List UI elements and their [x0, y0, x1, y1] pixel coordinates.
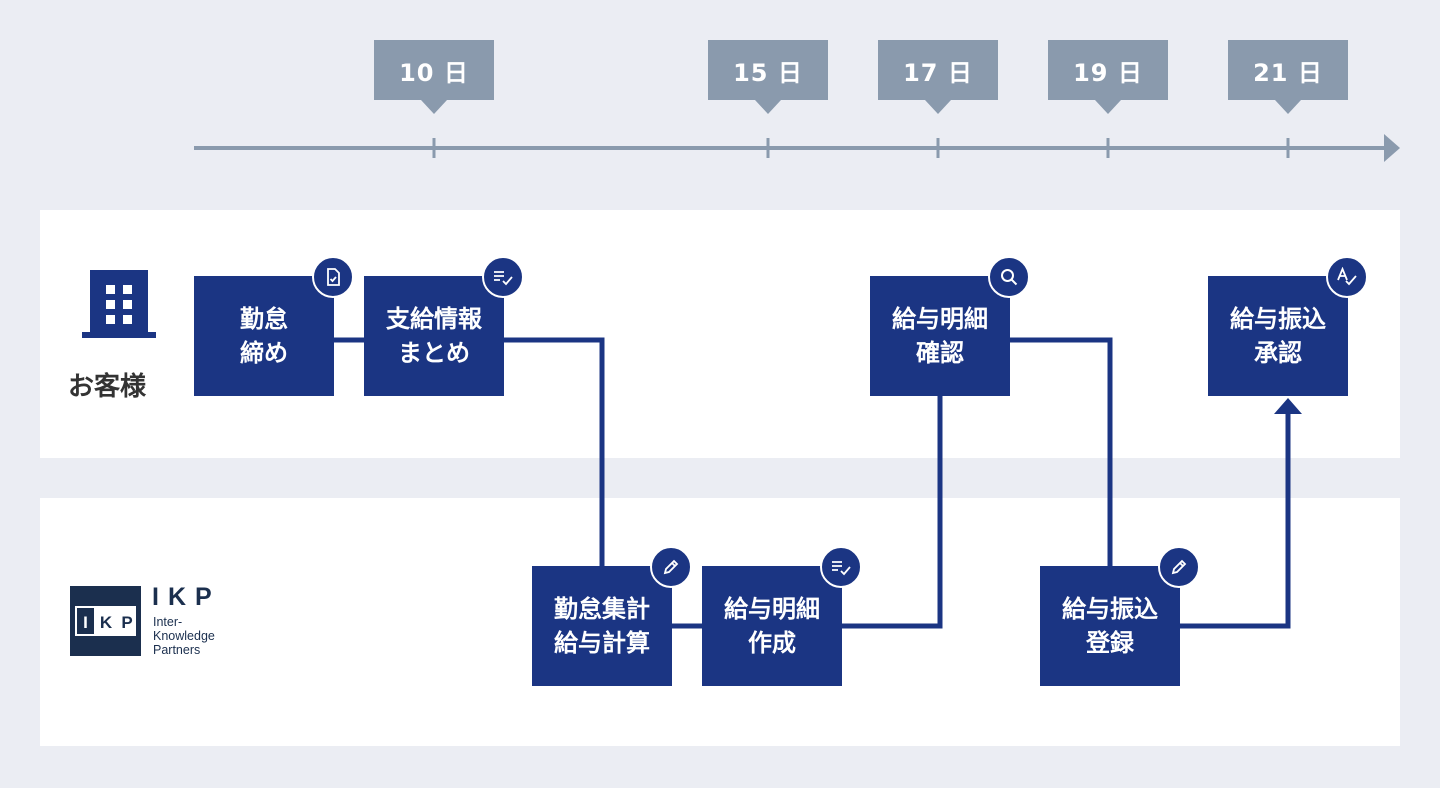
- ikp-logo: I K P: [70, 586, 141, 656]
- day-tag-17: 17 日: [878, 40, 998, 114]
- list-check-icon: [482, 256, 524, 298]
- spellcheck-icon: [1326, 256, 1368, 298]
- step-label: 勤怠 締め: [240, 305, 288, 367]
- svg-text:K: K: [100, 613, 113, 632]
- step-label: 給与振込 承認: [1230, 305, 1326, 367]
- ikp-subtitle: Inter- Knowledge Partners: [153, 615, 215, 657]
- step-kintai-shime: 勤怠 締め: [194, 276, 334, 396]
- day-tag-19: 19 日: [1048, 40, 1168, 114]
- step-meisai-kakunin: 給与明細 確認: [870, 276, 1010, 396]
- day-label: 19 日: [1073, 58, 1143, 87]
- pencil-icon: [650, 546, 692, 588]
- step-kyuyo-keisan: 勤怠集計 給与計算: [532, 566, 672, 686]
- timeline-axis: [194, 134, 1400, 162]
- search-icon: [988, 256, 1030, 298]
- step-furikomi-shonin: 給与振込 承認: [1208, 276, 1348, 396]
- step-meisai-sakusei: 給与明細 作成: [702, 566, 842, 686]
- step-label: 勤怠集計 給与計算: [554, 595, 650, 657]
- step-label: 給与明細 確認: [892, 305, 988, 367]
- ikp-title: IKP: [152, 583, 221, 611]
- step-label: 給与明細 作成: [724, 595, 820, 657]
- svg-text:I: I: [83, 613, 88, 632]
- day-label: 15 日: [733, 58, 803, 87]
- step-label: 支給情報 まとめ: [386, 305, 482, 367]
- day-tag-10: 10 日: [374, 40, 494, 114]
- pencil-icon: [1158, 546, 1200, 588]
- step-label: 給与振込 登録: [1062, 595, 1158, 657]
- day-label: 17 日: [903, 58, 973, 87]
- building-icon: [82, 270, 156, 338]
- svg-text:P: P: [121, 613, 132, 632]
- day-tag-21: 21 日: [1228, 40, 1348, 114]
- lane-label-customer: お客様: [68, 372, 147, 402]
- timeline-arrow: [1384, 134, 1400, 162]
- day-tag-15: 15 日: [708, 40, 828, 114]
- document-check-icon: [312, 256, 354, 298]
- step-shikyu-matome: 支給情報 まとめ: [364, 276, 504, 396]
- day-label: 21 日: [1253, 58, 1323, 87]
- day-label: 10 日: [399, 58, 469, 87]
- step-furikomi-toroku: 給与振込 登録: [1040, 566, 1180, 686]
- list-check-icon: [820, 546, 862, 588]
